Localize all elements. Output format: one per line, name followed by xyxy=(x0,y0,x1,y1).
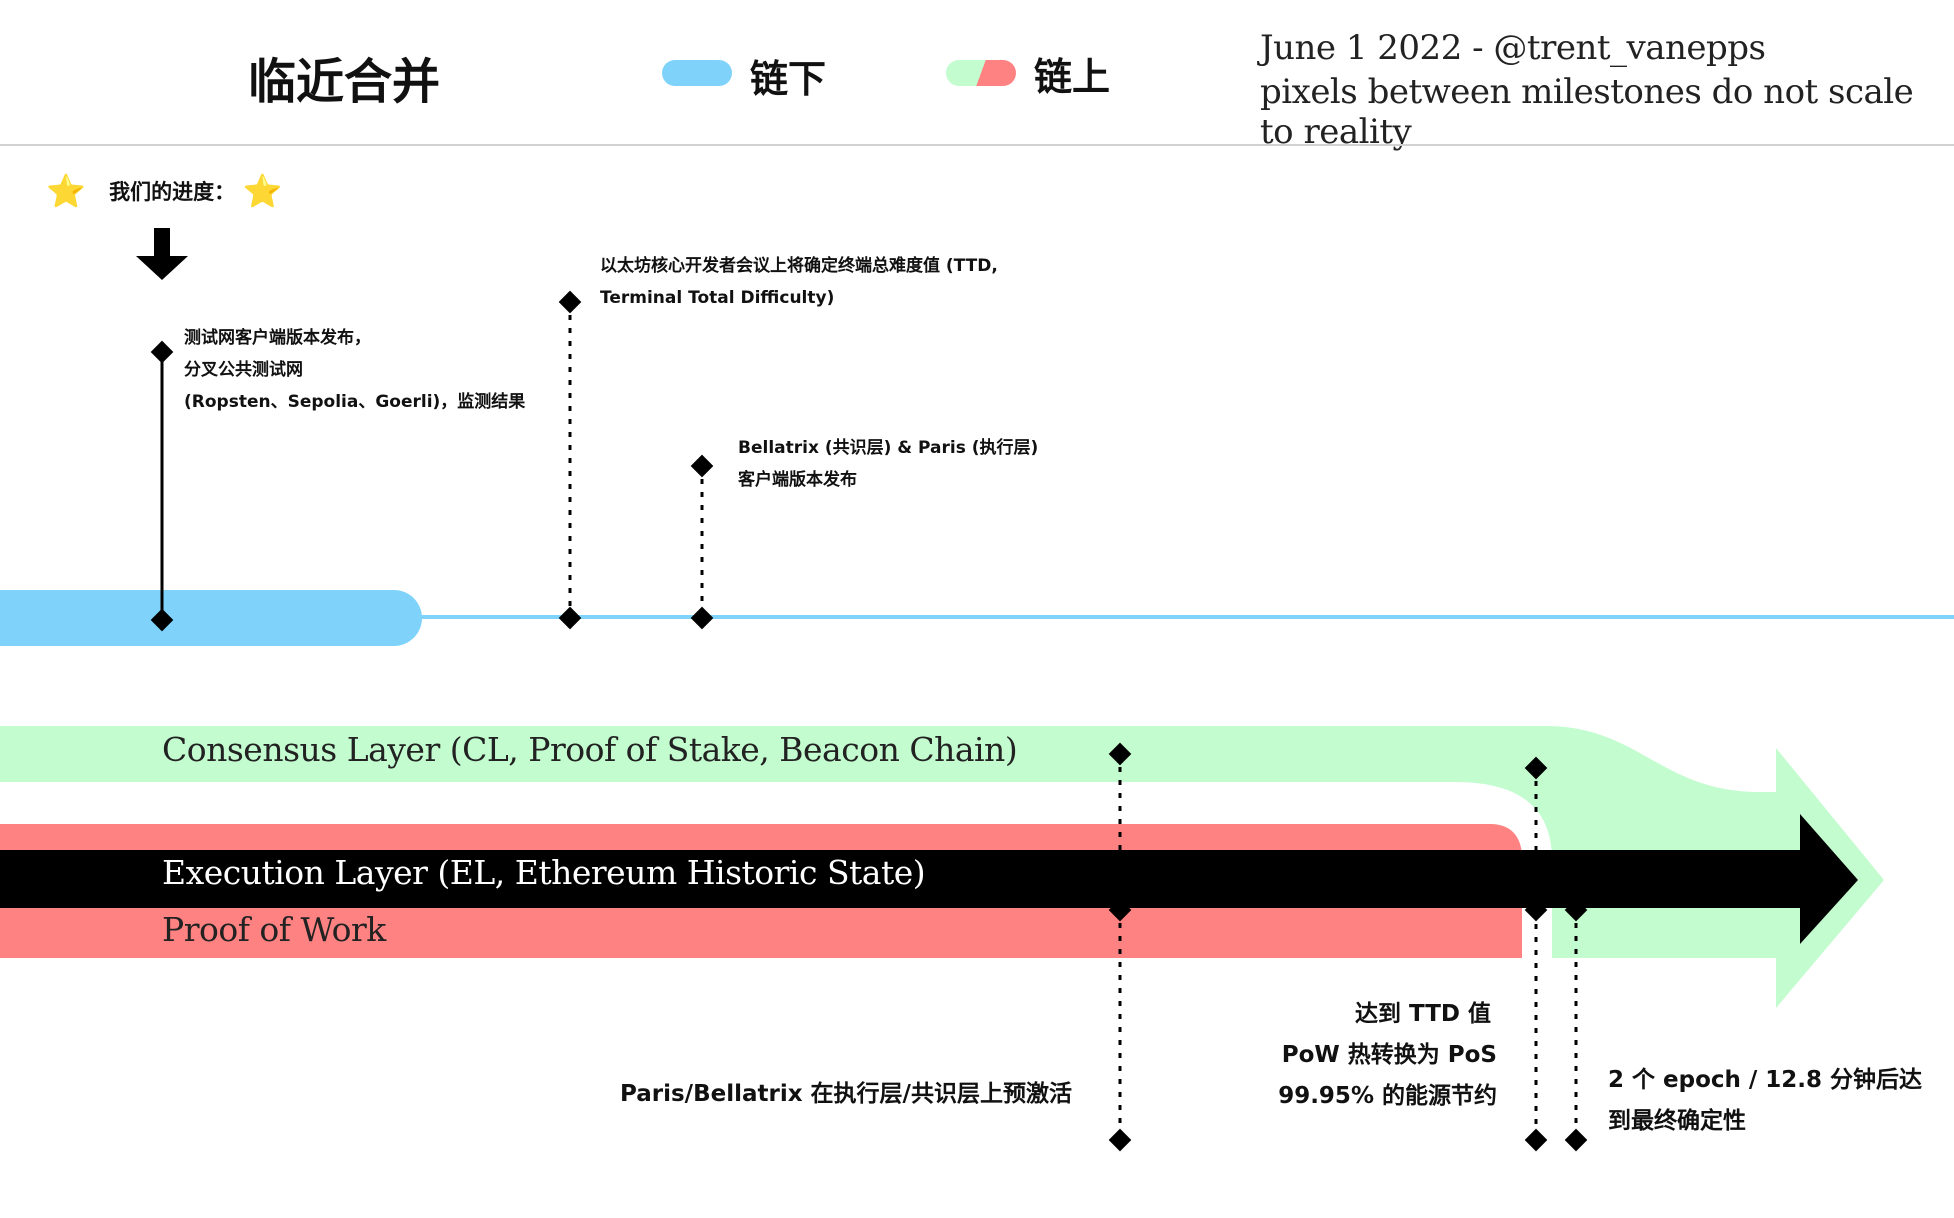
star-icon: ⭐ xyxy=(46,172,86,210)
milestone-diamond xyxy=(558,606,582,630)
milestone-diamond xyxy=(1564,1128,1588,1152)
legend-offchain-swatch xyxy=(662,60,732,86)
milestone-diamond xyxy=(1524,898,1548,922)
milestone-diamond xyxy=(558,290,582,314)
milestone-diamond xyxy=(1524,1128,1548,1152)
author-note: June 1 2022 - @trent_vanepps xyxy=(1260,28,1766,68)
milestone-diamond xyxy=(690,606,714,630)
arrow-down-icon xyxy=(136,228,188,280)
milestone-ttd-reached-text: 达到 TTD 值 PoW 热转换为 PoS 99.95% 的能源节约 xyxy=(1278,1001,1497,1109)
execution-layer-band xyxy=(0,814,1858,944)
pow-label: Proof of Work xyxy=(162,910,386,949)
milestone-diamond xyxy=(1524,756,1548,780)
milestone-diamond xyxy=(1108,1128,1132,1152)
offchain-line xyxy=(420,615,1954,619)
offchain-band xyxy=(0,590,422,646)
milestone-diamond xyxy=(1108,742,1132,766)
consensus-layer-band xyxy=(0,726,1884,1008)
milestone-finality-text: 2 个 epoch / 12.8 分钟后达 到最终确定性 xyxy=(1608,1067,1923,1134)
legend-onchain-label: 链上 xyxy=(1034,55,1111,99)
milestone-diamond xyxy=(1108,898,1132,922)
diagram-title: 临近合并 xyxy=(248,54,441,110)
legend-onchain-swatch xyxy=(946,60,1016,86)
milestone-bellatrix-text: Bellatrix (共识层) & Paris (执行层) 客户端版本发布 xyxy=(738,438,1039,490)
progress-label: 我们的进度： xyxy=(109,180,236,204)
consensus-layer-label: Consensus Layer (CL, Proof of Stake, Bea… xyxy=(162,730,1018,769)
milestone-diamond xyxy=(150,340,174,364)
milestone-testnet-text: 测试网客户端版本发布， 分叉公共测试网 (Ropsten、Sepolia、Goe… xyxy=(184,328,526,412)
milestone-activate-text: Paris/Bellatrix 在执行层/共识层上预激活 xyxy=(620,1081,1072,1107)
star-icon: ⭐ xyxy=(242,172,283,210)
milestone-ttd-text: 以太坊核心开发者会议上将确定终端总难度值 (TTD, Terminal Tota… xyxy=(600,256,998,308)
header-divider xyxy=(0,144,1954,146)
execution-layer-label: Execution Layer (EL, Ethereum Historic S… xyxy=(162,853,926,892)
milestone-diamond xyxy=(1564,898,1588,922)
progress-indicator: ⭐ 我们的进度： ⭐ xyxy=(46,172,282,210)
legend-offchain-label: 链下 xyxy=(750,57,827,101)
milestone-diamond xyxy=(690,454,714,478)
